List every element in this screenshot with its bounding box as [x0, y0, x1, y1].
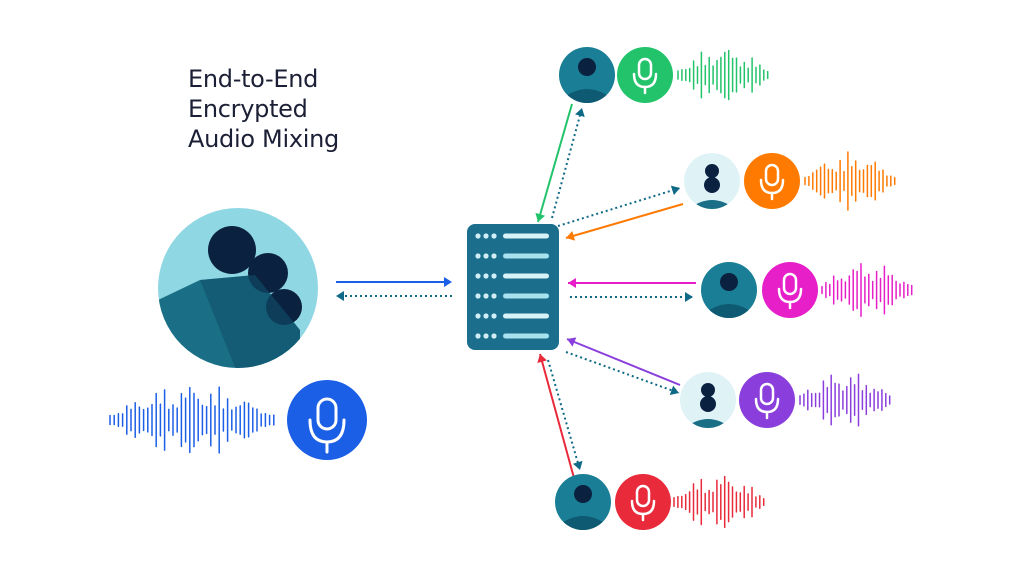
downlink-arrow: [551, 107, 583, 219]
server-row: [475, 333, 549, 339]
server-row: [475, 293, 549, 299]
participant-microphone-icon: [739, 372, 795, 428]
server-row: [475, 253, 549, 259]
arrow-head: [566, 230, 576, 241]
participant-5: [537, 353, 765, 530]
participant-2: [557, 151, 896, 241]
server-row: [475, 233, 549, 239]
server-row: [475, 313, 549, 319]
participant-waveform: [799, 373, 891, 427]
participant-avatar-icon: [684, 153, 740, 209]
main-user-microphone-icon: [287, 380, 367, 460]
participant-avatar-icon: [559, 47, 615, 103]
participant-3: [568, 262, 913, 318]
uplink-arrow: [566, 338, 681, 386]
arrow-head: [685, 292, 693, 302]
downlink-arrow: [547, 359, 581, 471]
participant-avatar-icon: [555, 474, 611, 530]
participant-waveform: [677, 49, 769, 101]
participant-waveform: [804, 151, 896, 211]
diagram-title: End-to-End Encrypted Audio Mixing: [188, 64, 339, 154]
arrow-head: [572, 460, 583, 470]
arrow-head: [575, 108, 585, 118]
arrow-head: [537, 354, 547, 364]
arrow-head: [669, 385, 679, 395]
title-line-2: Encrypted: [188, 95, 308, 123]
participant-microphone-icon: [762, 262, 818, 318]
server-row: [475, 273, 549, 279]
uplink-arrow: [539, 353, 575, 479]
participant-microphone-icon: [615, 474, 671, 530]
arrow-head: [535, 212, 546, 222]
participant-waveform: [673, 475, 765, 529]
participant-waveform: [821, 263, 913, 317]
participant-1: [535, 47, 769, 223]
arrow-head: [670, 185, 680, 196]
participant-4: [565, 337, 891, 428]
participant-microphone-icon: [617, 47, 673, 103]
uplink-arrow: [565, 203, 684, 239]
arrow-head: [567, 337, 577, 347]
main-user-arrows: [336, 277, 452, 301]
participant-avatar-icon: [701, 262, 757, 318]
arrow-head: [568, 278, 576, 288]
downlink-arrow: [565, 351, 680, 394]
participant-microphone-icon: [744, 153, 800, 209]
main-user-avatar-icon: [158, 208, 318, 368]
uplink-arrow: [537, 103, 573, 223]
main-user-waveform: [109, 386, 275, 454]
server-icon: [467, 224, 559, 350]
title-line-1: End-to-End: [188, 65, 319, 93]
downlink-arrow: [557, 187, 681, 227]
participants: [535, 47, 913, 530]
participant-avatar-icon: [680, 372, 736, 428]
title-line-3: Audio Mixing: [188, 125, 339, 153]
